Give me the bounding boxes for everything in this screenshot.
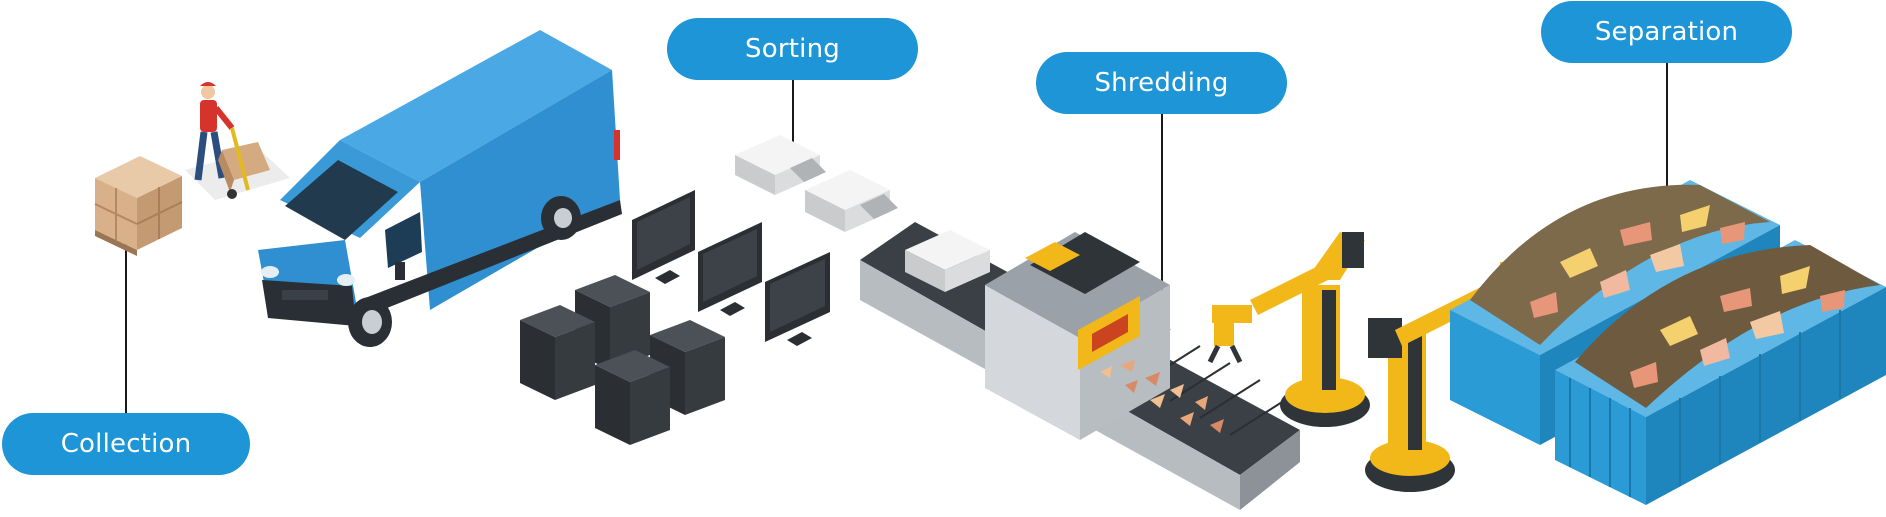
separation-label: Separation — [1541, 1, 1792, 63]
computer-monitors — [632, 190, 830, 346]
printers — [735, 135, 898, 232]
waste-containers — [1450, 180, 1886, 505]
computer-towers — [520, 275, 725, 445]
conveyor-shredder — [860, 222, 1300, 510]
sorting-label: Sorting — [667, 18, 918, 80]
delivery-van — [258, 30, 622, 347]
cardboard-boxes — [94, 156, 183, 256]
collection-label: Collection — [2, 413, 250, 475]
worker-with-hand-truck — [185, 82, 290, 200]
shredding-label: Shredding — [1036, 52, 1287, 114]
shredded-debris — [1100, 360, 1224, 433]
